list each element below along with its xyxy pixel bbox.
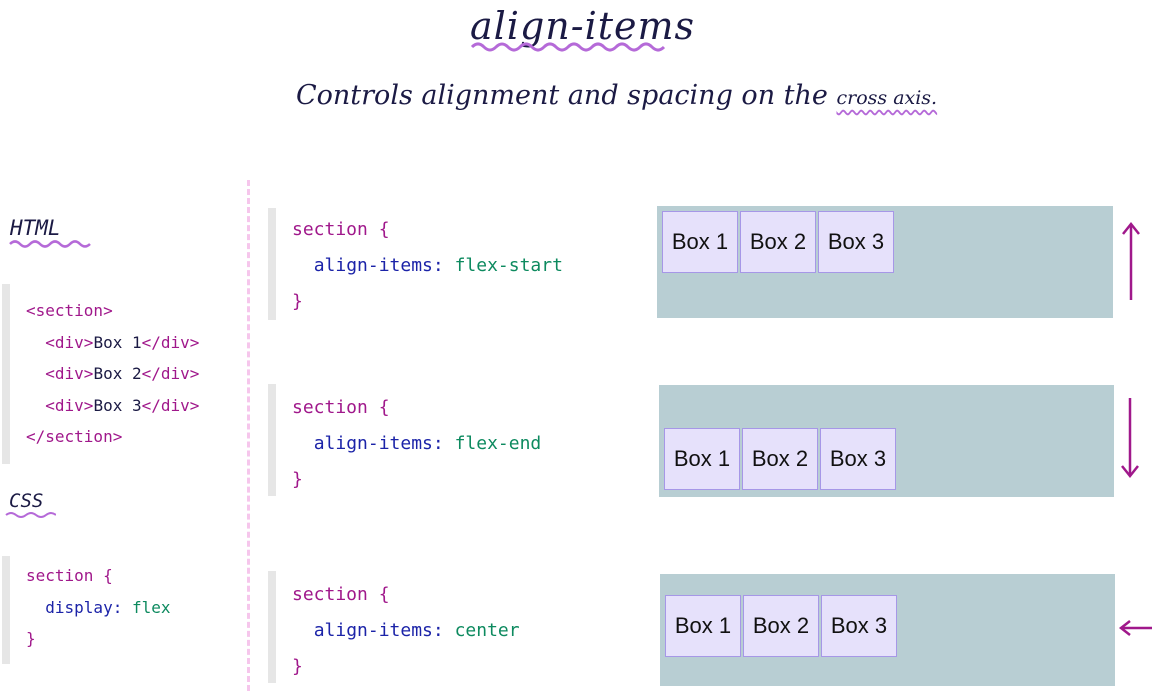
flex-container-end: Box 1 Box 2 Box 3 [659, 385, 1114, 497]
flex-box: Box 2 [743, 595, 819, 657]
tag-text: Box 1 [93, 332, 142, 352]
title-squiggle [470, 42, 665, 52]
css-close-brace: } [292, 469, 303, 490]
css-selector: section { [292, 584, 390, 605]
html-code-block: <section> <div>Box 1</div> <div>Box 2</d… [2, 284, 232, 464]
css-value: flex-end [454, 433, 542, 454]
arrow-up-icon [1122, 221, 1140, 300]
rule-center: section { align-items: center } [268, 571, 520, 683]
code-line: section { [292, 390, 541, 426]
css-code-block: section { display: flex } [2, 556, 232, 664]
css-property: align-items: [313, 433, 444, 454]
tag-close: </div> [141, 395, 200, 415]
tag-close: </div> [141, 364, 200, 383]
page-title: align-items [470, 4, 696, 48]
subtitle-main: Controls alignment and spacing on the [296, 80, 828, 111]
rule-flex-start: section { align-items: flex-start } [268, 208, 563, 320]
css-close-brace: } [26, 629, 36, 648]
flex-box: Box 1 [662, 211, 738, 273]
page-subtitle: Controls alignment and spacing on the cr… [296, 80, 937, 111]
css-value: flex-start [454, 255, 563, 276]
flex-box: Box 2 [740, 211, 816, 273]
section-divider [247, 180, 250, 691]
tag-open: </section> [26, 427, 123, 446]
flex-box: Box 1 [665, 595, 741, 657]
arrow-left-icon [1118, 620, 1152, 636]
tag-open: <div> [45, 395, 94, 415]
tag-open: <div> [45, 332, 94, 352]
code-line: section { [292, 577, 520, 613]
code-line: } [292, 649, 520, 685]
code-line: <div>Box 3</div> [26, 390, 232, 422]
css-close-brace: } [292, 656, 303, 677]
code-line: <section> [26, 295, 232, 327]
css-value: flex [131, 597, 171, 617]
tag-text: Box 3 [93, 395, 142, 415]
code-line: align-items: flex-start [292, 248, 563, 284]
flex-container-center: Box 1 Box 2 Box 3 [660, 574, 1115, 686]
css-selector: section { [292, 219, 390, 240]
rule-flex-end: section { align-items: flex-end } [268, 384, 541, 496]
css-value: center [454, 620, 520, 641]
css-selector: section { [292, 397, 390, 418]
tag-text: Box 2 [93, 364, 142, 383]
tag-close: </div> [141, 332, 200, 352]
css-property: align-items: [313, 255, 444, 276]
css-property: display: [45, 597, 123, 617]
code-line: align-items: flex-end [292, 426, 542, 462]
flex-box: Box 3 [818, 211, 894, 273]
arrow-down-icon [1121, 398, 1139, 479]
code-line: <div>Box 2</div> [26, 358, 232, 390]
tag-open: <section> [26, 301, 113, 320]
subtitle-highlight: cross axis. [836, 87, 938, 109]
tag-open: <div> [45, 364, 94, 383]
code-line: } [292, 462, 541, 498]
code-line: display: flex [26, 592, 232, 624]
code-line: <div>Box 1</div> [26, 327, 232, 359]
code-line: } [292, 284, 563, 320]
flex-container-start: Box 1 Box 2 Box 3 [657, 206, 1113, 318]
code-line: section { [292, 212, 563, 248]
flex-box: Box 2 [742, 428, 818, 490]
css-heading-squiggle [5, 512, 56, 518]
html-heading-squiggle [9, 240, 91, 248]
code-line: </section> [26, 421, 232, 453]
css-selector: section { [26, 566, 113, 585]
code-line: } [26, 623, 232, 655]
code-line: align-items: center [292, 613, 520, 649]
css-heading: CSS [9, 490, 44, 512]
flex-box: Box 3 [821, 595, 897, 657]
css-close-brace: } [292, 291, 303, 312]
code-line: section { [26, 560, 232, 592]
html-heading: HTML [10, 216, 61, 240]
flex-box: Box 3 [820, 428, 896, 490]
css-property: align-items: [313, 620, 444, 641]
flex-box: Box 1 [664, 428, 740, 490]
